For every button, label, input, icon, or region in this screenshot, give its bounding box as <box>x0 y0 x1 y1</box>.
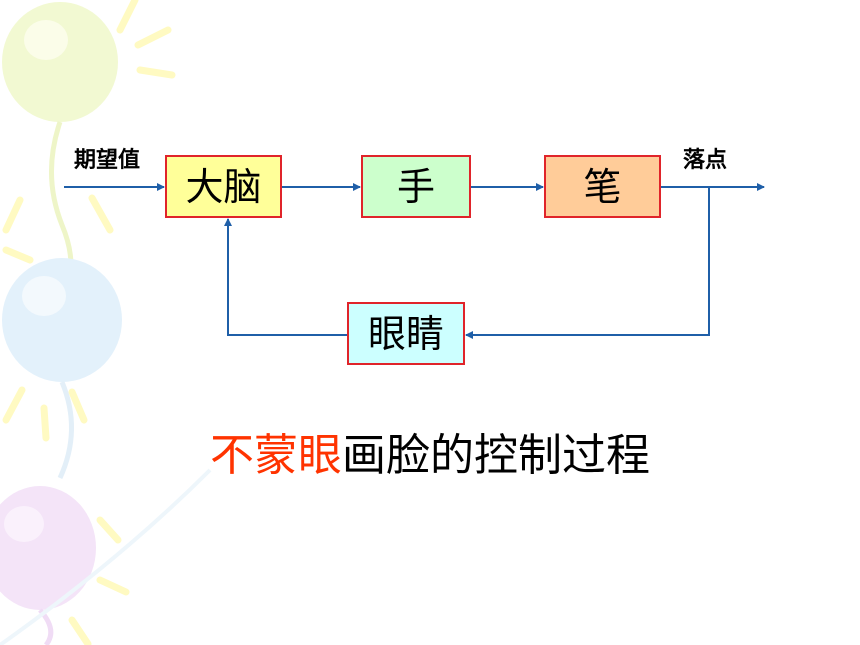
arrow-feedback-to-eyes <box>465 187 710 339</box>
balloon-decoration-blue <box>2 194 122 480</box>
caption-highlight: 不蒙眼 <box>210 430 342 481</box>
block-hand: 手 <box>361 155 471 218</box>
output-label: 落点 <box>683 148 728 173</box>
caption-rest: 画脸的控制过程 <box>342 430 650 481</box>
block-pen: 笔 <box>544 155 661 218</box>
balloon-decoration-purple <box>0 486 130 645</box>
block-brain: 大脑 <box>165 155 282 218</box>
input-label: 期望值 <box>74 148 141 173</box>
block-eyes: 眼睛 <box>347 302 465 365</box>
caption: 不蒙眼画脸的控制过程 <box>0 434 860 478</box>
arrow-eyes-to-brain <box>224 218 347 336</box>
balloon-decoration-green <box>2 0 176 302</box>
